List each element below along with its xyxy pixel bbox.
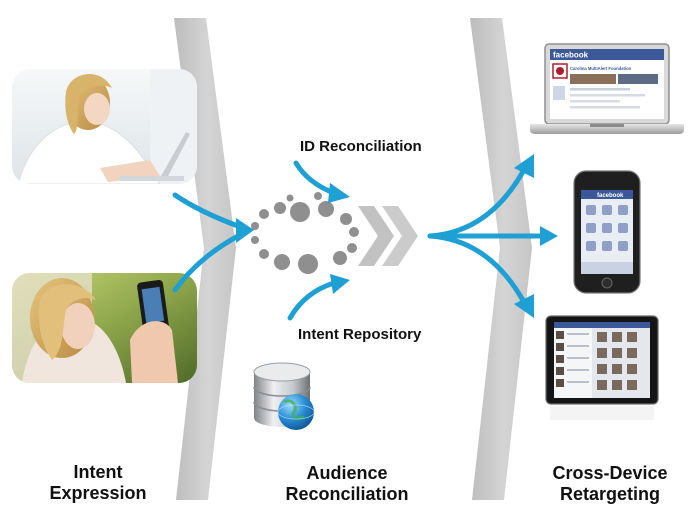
laptop-page-name: Carolina MultiAlert Foundation [570,66,632,71]
id-reconciliation-arrow-head [328,183,350,203]
retarget-arrow-head-down [514,294,534,318]
retarget-arrow-head-mid [540,226,558,246]
laptop-device: facebook Carolina MultiAlert Foundation [530,43,684,134]
intent-repository-arrow [287,280,337,321]
stage-intent-line2: Expression [49,483,147,503]
intent-flow-arrows [172,192,241,293]
tablet-device [545,315,659,420]
stage-audience-line2: Reconciliation [285,484,409,504]
database-globe-icon [253,362,315,430]
id-reconciliation-arrow [293,160,337,196]
retarget-arrow-head-up [514,154,534,178]
phone-facebook-brand: facebook [597,193,624,199]
laptop-facebook-brand: facebook [553,51,589,60]
intent-arrow-head [236,218,254,243]
intent-repository-label: Intent Repository [298,326,422,343]
reconciliation-dot-ring [251,192,359,274]
stage-intent-line1: Intent [73,462,123,482]
stage-audience-reconciliation: Audience Reconciliation [262,463,432,505]
retargeting-arrows [427,165,543,307]
separator-band-right [470,18,532,500]
laptop-facebook-header [550,49,664,60]
woman-phone-photo [12,273,197,383]
stage-cross-line2: Retargeting [559,484,660,504]
intent-repository-arrow-head [330,274,350,294]
stage-audience-line1: Audience [306,463,388,483]
chevron-arrow-2 [382,206,418,266]
chevron-arrow-1 [358,206,394,266]
smartphone-device: facebook [573,170,641,294]
stage-intent-expression: Intent Expression [28,462,168,504]
stage-cross-device-retargeting: Cross-Device Retargeting [530,463,690,505]
id-reconciliation-label: ID Reconciliation [300,138,422,155]
stage-cross-line1: Cross-Device [552,463,668,483]
woman-laptop-photo [12,69,197,184]
